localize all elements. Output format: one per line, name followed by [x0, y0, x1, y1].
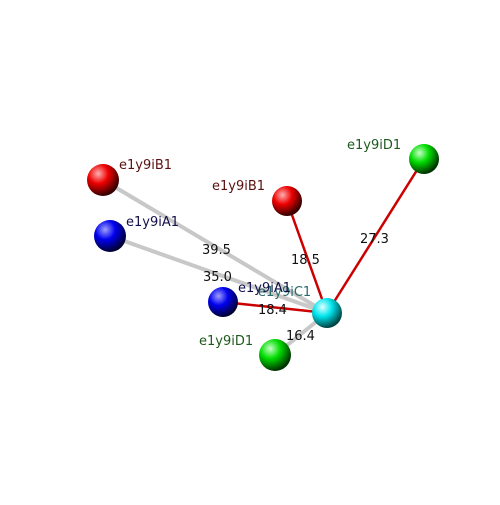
edge-b1-near: [285, 199, 329, 315]
node-label-b1-far: e1y9iB1: [119, 158, 172, 173]
atom-d1-top[interactable]: [409, 144, 439, 174]
distance-label-b1-near: 18.5: [291, 253, 320, 268]
atom-center[interactable]: [312, 298, 342, 328]
atom-b1-near[interactable]: [272, 186, 302, 216]
distance-label-b1-far: 39.5: [202, 243, 231, 258]
distance-label-d1-top: 27.3: [360, 232, 389, 247]
nodes: [87, 144, 439, 371]
atom-b1-far[interactable]: [87, 164, 119, 196]
edge-a1-near: [221, 300, 329, 315]
distance-label-d1-low: 16.4: [286, 329, 315, 344]
atom-d1-low[interactable]: [259, 339, 291, 371]
edge-b1-far: [101, 178, 329, 315]
node-labels: e1y9iB1 e1y9iA1 e1y9iB1 e1y9iD1 e1y9iC1 …: [119, 138, 401, 349]
edge-a1-far: [108, 234, 329, 315]
atom-a1-far[interactable]: [94, 220, 126, 252]
distance-labels: 39.5 35.0 18.5 27.3 18.4 16.4: [202, 232, 389, 344]
atom-a1-near[interactable]: [208, 287, 238, 317]
node-label-a1-near: e1y9iA1: [238, 281, 291, 296]
distance-label-a1-far: 35.0: [203, 270, 232, 285]
node-label-d1-low: e1y9iD1: [199, 334, 253, 349]
node-label-a1-far: e1y9iA1: [126, 215, 179, 230]
node-label-d1-top: e1y9iD1: [347, 138, 401, 153]
node-label-center: e1y9iC1: [258, 285, 311, 300]
node-label-b1-near: e1y9iB1: [212, 179, 265, 194]
distance-label-a1-near: 18.4: [258, 303, 287, 318]
edge-d1-top: [325, 157, 426, 315]
